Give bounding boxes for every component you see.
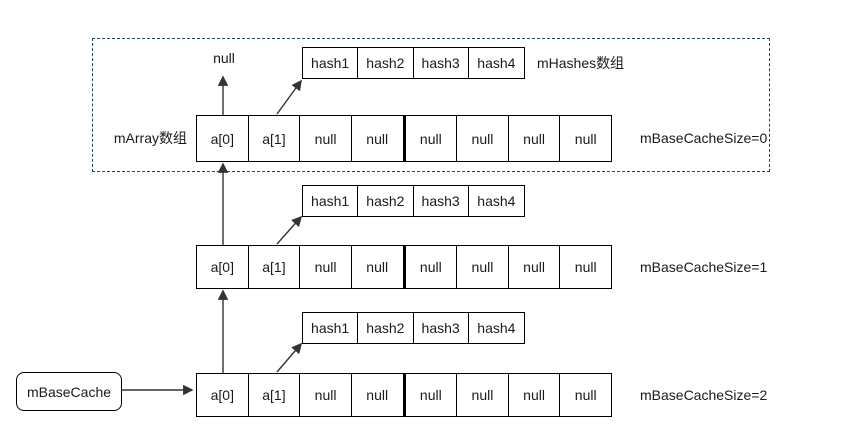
array-cell: null xyxy=(300,116,352,161)
array-cell: null xyxy=(403,374,458,416)
hash-cell: hash4 xyxy=(477,193,516,209)
hash-row-size0: hash1 hash2 hash3 hash4 xyxy=(302,47,525,79)
hash-cell: hash4 xyxy=(477,55,516,71)
array-cell: a[1] xyxy=(249,246,301,288)
array-row-size2: a[0] a[1] null null null null null null xyxy=(196,373,612,417)
array-row-size0: a[0] a[1] null null null null null null xyxy=(196,115,612,162)
array-cell: a[0] xyxy=(197,116,249,161)
base-cache-label: mBaseCache xyxy=(26,383,112,400)
hashes-array-label: mHashes数组 xyxy=(537,55,625,71)
hashes-pointer-arrow-size1 xyxy=(276,215,303,245)
hashes-pointer-arrow-size2 xyxy=(276,342,303,373)
hash-cell: hash2 xyxy=(358,186,414,216)
size-label-2: mBaseCacheSize=2 xyxy=(640,387,768,403)
array-cell: a[1] xyxy=(249,116,301,161)
array-cell: null xyxy=(352,374,404,416)
hash-cell: hash2 xyxy=(358,48,414,78)
hash-cell: hash1 xyxy=(303,48,359,78)
array-row-size1: a[0] a[1] null null null null null null xyxy=(196,245,612,289)
size-label-1: mBaseCacheSize=1 xyxy=(640,259,768,275)
hash-cell: hash4 xyxy=(477,320,516,336)
base-cache-node: mBaseCache xyxy=(16,372,122,411)
array-cell: null xyxy=(509,246,561,288)
array-cell: null xyxy=(300,374,352,416)
array-cell: null xyxy=(403,116,458,161)
hash-cell: hash1 xyxy=(303,186,359,216)
hash-cell: hash3 xyxy=(414,313,469,343)
array-cell: null xyxy=(457,116,509,161)
hash-row-size2: hash1 hash2 hash3 hash4 xyxy=(302,312,525,344)
array-cell: a[0] xyxy=(197,374,249,416)
array-cell: null xyxy=(574,130,597,147)
size-label-0: mBaseCacheSize=0 xyxy=(640,130,768,146)
hash-cell: hash2 xyxy=(358,313,414,343)
array-cell: null xyxy=(403,246,458,288)
array-cell: a[0] xyxy=(197,246,249,288)
array-cell: null xyxy=(352,116,404,161)
array-cell: null xyxy=(352,246,404,288)
array-cell: null xyxy=(574,259,597,275)
array-cell: null xyxy=(457,246,509,288)
array-cell: null xyxy=(509,116,561,161)
dashed-highlight-box xyxy=(92,38,770,172)
array-cell: null xyxy=(457,374,509,416)
hash-cell: hash3 xyxy=(414,48,469,78)
array-cell: a[1] xyxy=(249,374,301,416)
array-label: mArray数组 xyxy=(113,130,187,146)
array-cell: null xyxy=(574,387,597,403)
hash-cell: hash1 xyxy=(303,313,359,343)
null-pointer-label: null xyxy=(213,50,235,66)
hash-row-size1: hash1 hash2 hash3 hash4 xyxy=(302,185,525,217)
hash-cell: hash3 xyxy=(414,186,469,216)
array-cell: null xyxy=(300,246,352,288)
array-cell: null xyxy=(509,374,561,416)
